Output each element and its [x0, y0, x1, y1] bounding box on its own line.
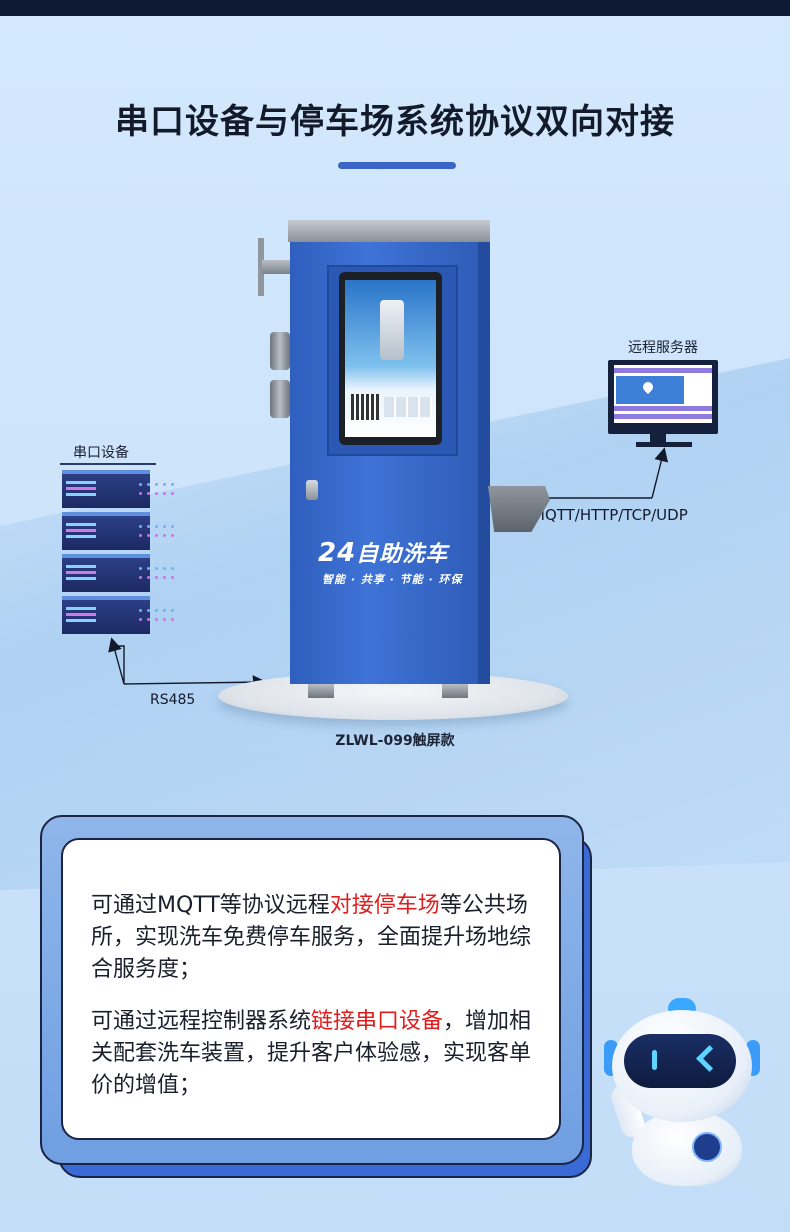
- server-arrow-up: [651, 447, 669, 499]
- rs485-arrow-right: [123, 675, 267, 690]
- brand-text: 自助洗车: [356, 542, 449, 567]
- bracket-arm: [262, 260, 292, 274]
- bracket-pipe: [258, 238, 264, 296]
- machine-foot: [442, 684, 468, 698]
- gun-holder: [270, 332, 290, 370]
- screen-option-cards: [384, 397, 432, 417]
- highlight-text: 对接停车场: [329, 893, 440, 918]
- robot-badge: [692, 1132, 722, 1162]
- rs485-arrow-up: [108, 637, 125, 685]
- machine-brand: 24自助洗车: [318, 536, 468, 568]
- qr-code: [351, 394, 379, 420]
- robot-antenna: [668, 998, 696, 1012]
- top-dark-bar: [0, 0, 790, 16]
- serial-device-unit: [62, 596, 150, 634]
- paragraph-parking: 可通过MQTT等协议远程对接停车场等公共场所，实现洗车免费停车服务，全面提升场地…: [91, 890, 541, 986]
- brand-number: 24: [318, 538, 357, 568]
- monitor-bar: [614, 414, 712, 419]
- gun-holder: [270, 380, 290, 418]
- info-card-body: [61, 838, 561, 1140]
- paragraph-text: ，增加相关配套洗车装置，提升客户体验感，实现客单价的增值；: [91, 1009, 532, 1098]
- machine-slogan: 智能 · 共享 · 节能 · 环保: [322, 573, 463, 586]
- paragraph-text: 可通过远程控制器系统: [91, 1009, 312, 1034]
- monitor-base: [636, 442, 692, 447]
- server-label: 远程服务器: [628, 340, 698, 356]
- monitor-bar: [614, 406, 712, 411]
- door-lock: [306, 480, 318, 500]
- serial-device-label: 串口设备: [73, 445, 129, 461]
- paragraph-serial: 可通过远程控制器系统链接串口设备，增加相关配套洗车装置，提升客户体验感，实现客单…: [91, 1006, 541, 1102]
- screen-kiosk-image: [380, 300, 404, 360]
- paragraph-text: 可通过MQTT等协议远程: [91, 893, 330, 918]
- machine-top-cap: [288, 220, 490, 242]
- protocol-label: MQTT/HTTP/TCP/UDP: [532, 506, 688, 524]
- serial-device-unit: [62, 470, 150, 508]
- monitor-bar: [614, 368, 712, 373]
- machine-foot: [308, 684, 334, 698]
- title-underline: [338, 162, 456, 169]
- machine-side-panel: [478, 242, 490, 684]
- highlight-text: 链接串口设备: [311, 1009, 444, 1034]
- monitor-stand: [650, 434, 666, 442]
- paragraph-text: 等公共场所，实现洗车免费停车服务，全面提升场地综合服务度；: [91, 893, 532, 982]
- robot-mascot-icon: [632, 1110, 742, 1186]
- serial-device-underline: [60, 463, 156, 465]
- serial-device-unit: [62, 554, 150, 592]
- robot-eye: [652, 1050, 657, 1070]
- rs485-label: RS485: [150, 692, 196, 708]
- robot-face: [624, 1034, 736, 1088]
- page-title: 串口设备与停车场系统协议双向对接: [115, 102, 675, 142]
- model-label: ZLWL-099触屏款: [335, 733, 455, 749]
- serial-device-unit: [62, 512, 150, 550]
